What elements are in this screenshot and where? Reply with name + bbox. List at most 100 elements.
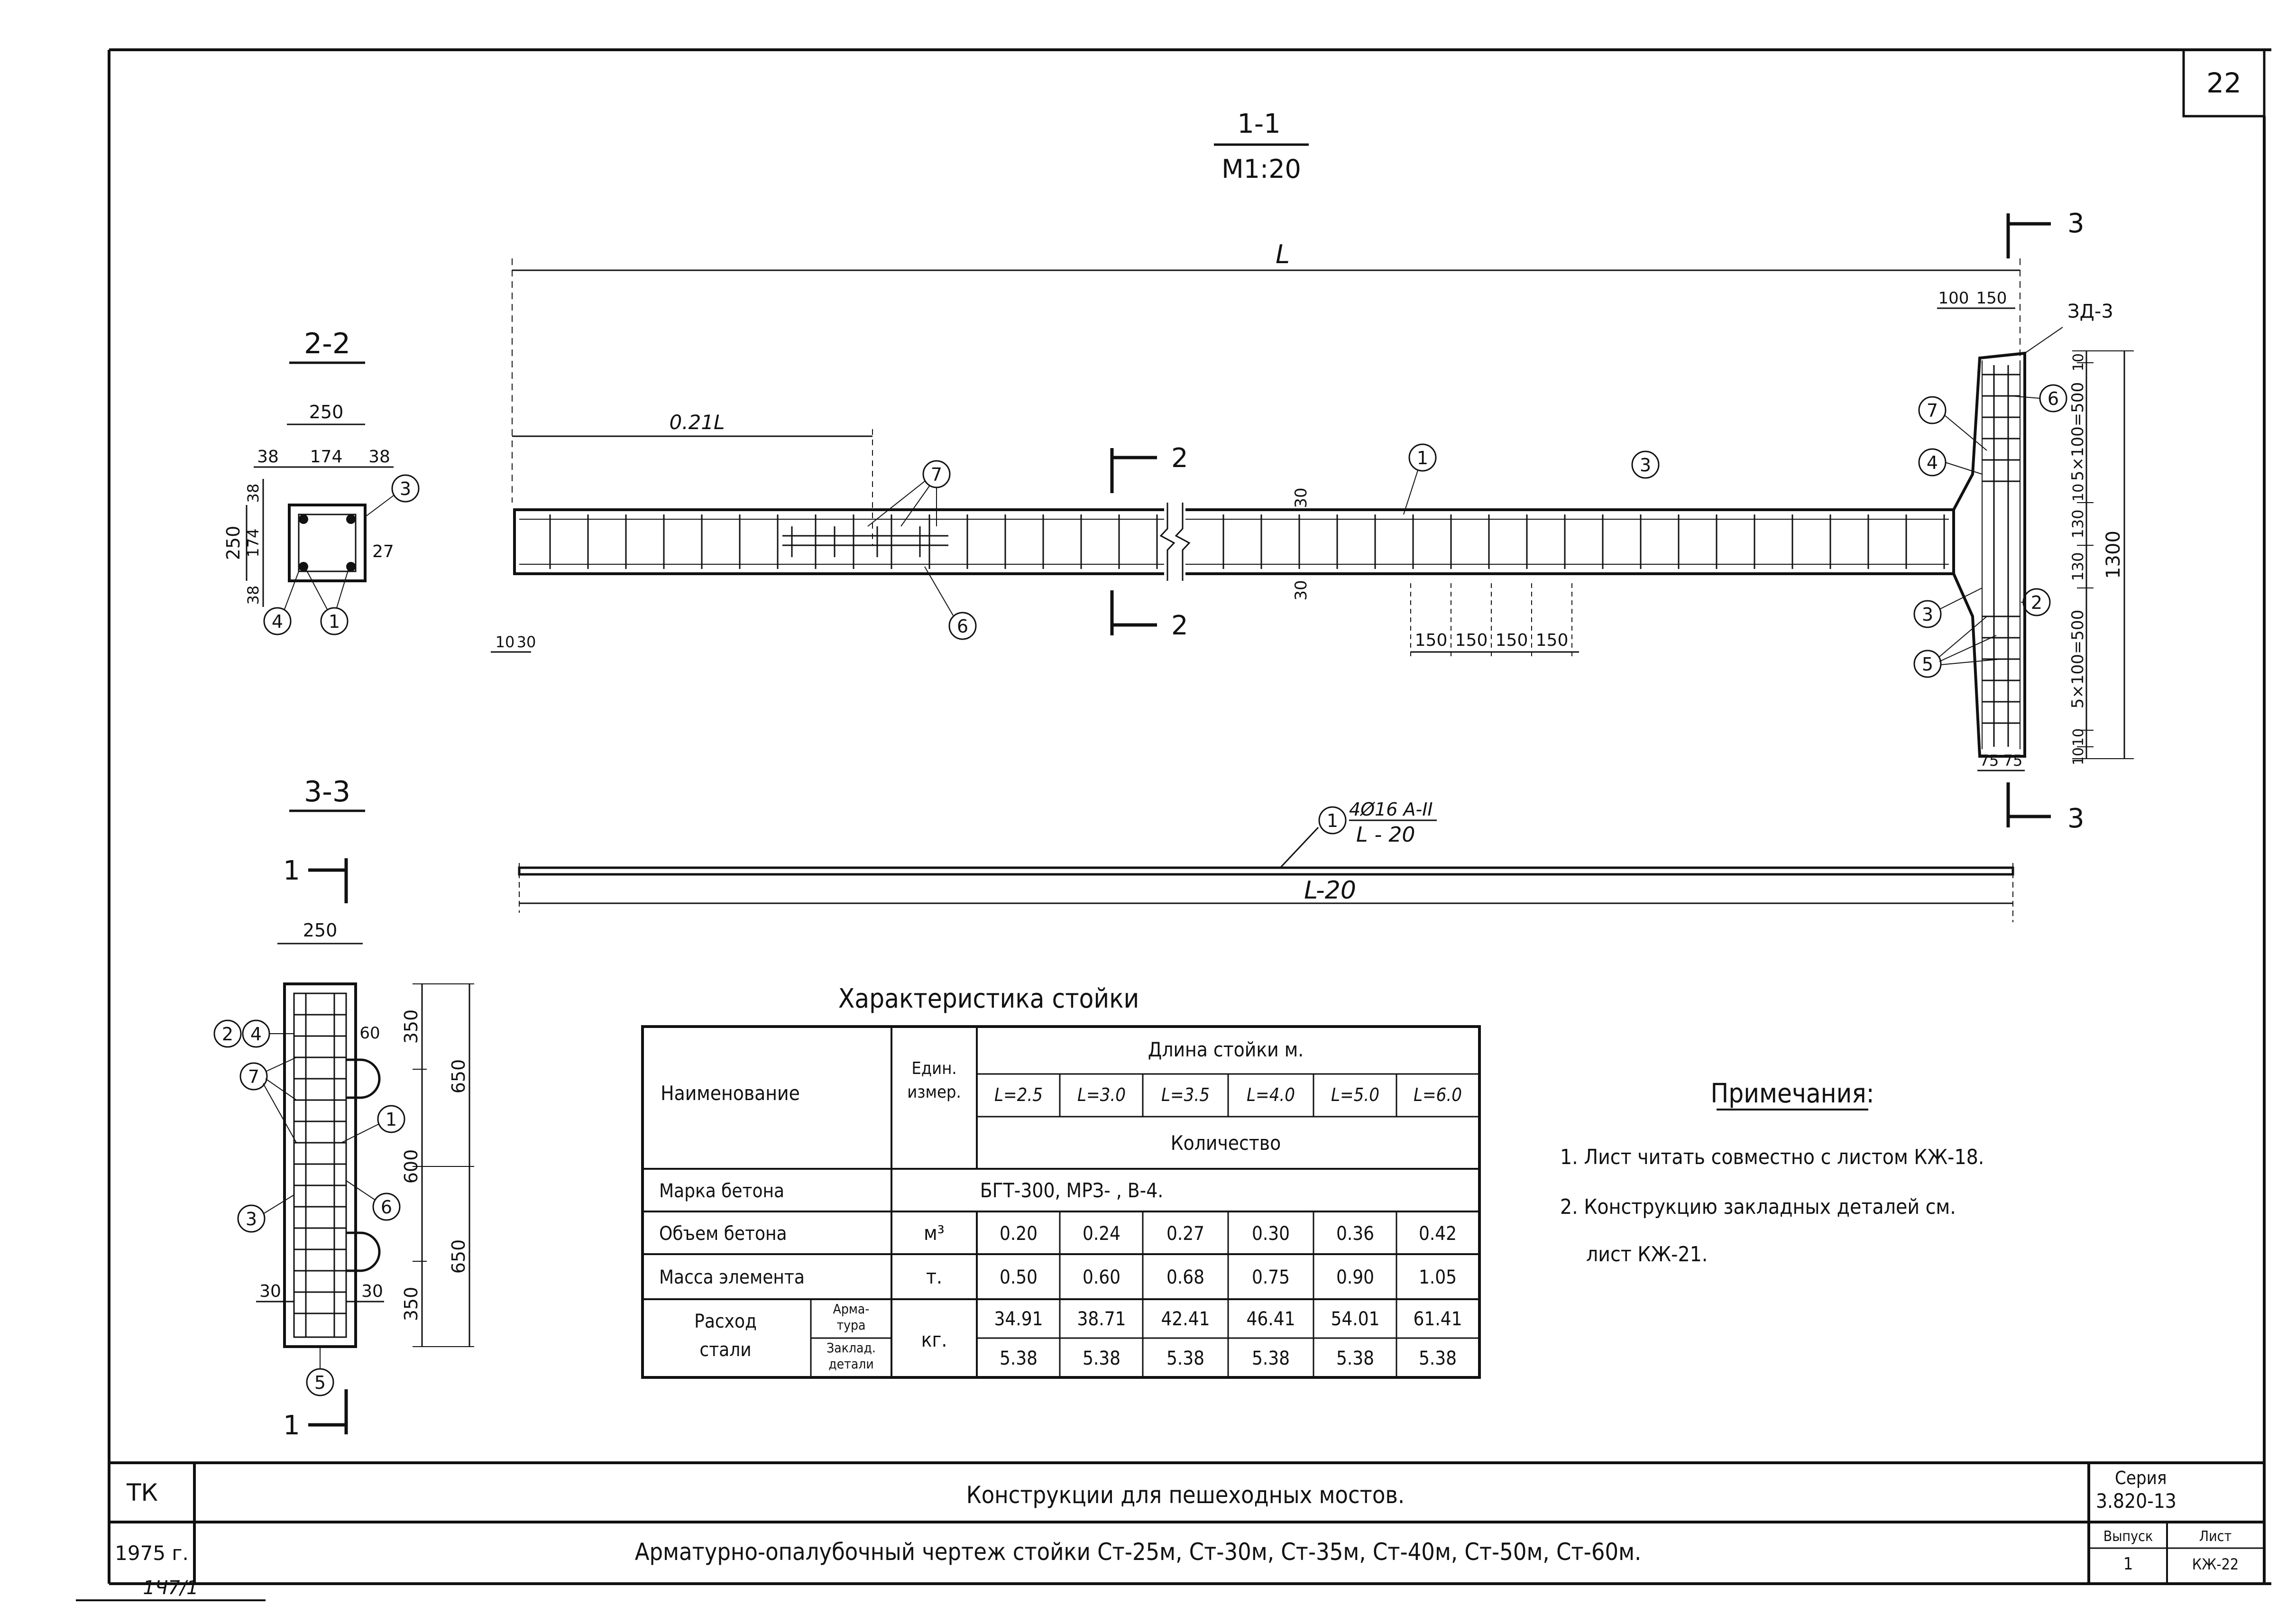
title-line-1: Конструкции для пешеходных мостов. bbox=[966, 1481, 1405, 1509]
svg-text:2: 2 bbox=[222, 1024, 233, 1045]
svg-text:1: 1 bbox=[386, 1109, 397, 1130]
svg-text:150: 150 bbox=[1536, 631, 1569, 650]
svg-text:30: 30 bbox=[517, 633, 536, 651]
svg-text:6: 6 bbox=[2048, 388, 2059, 409]
svg-text:42.41: 42.41 bbox=[1161, 1308, 1210, 1330]
issue-label: Выпуск bbox=[2103, 1528, 2153, 1545]
svg-text:0.60: 0.60 bbox=[1083, 1266, 1120, 1288]
svg-text:5: 5 bbox=[1922, 654, 1933, 675]
title-line-2: Арматурно-опалубочный чертеж стойки Ст-2… bbox=[635, 1538, 1642, 1566]
svg-text:30: 30 bbox=[1292, 580, 1311, 600]
svg-text:5.38: 5.38 bbox=[1000, 1348, 1038, 1369]
svg-text:10: 10 bbox=[2070, 353, 2087, 371]
svg-text:0.30: 0.30 bbox=[1252, 1223, 1290, 1245]
svg-text:Марка бетона: Марка бетона bbox=[659, 1180, 784, 1202]
svg-text:4: 4 bbox=[1927, 452, 1938, 473]
svg-text:L=3.5: L=3.5 bbox=[1161, 1084, 1210, 1105]
archive-stamp: 1Ч7/1 bbox=[143, 1577, 198, 1599]
svg-text:2: 2 bbox=[1171, 443, 1188, 474]
callout-6-beam: 6 bbox=[924, 566, 977, 640]
svg-text:0.75: 0.75 bbox=[1252, 1266, 1290, 1288]
svg-text:0.27: 0.27 bbox=[1166, 1223, 1204, 1245]
svg-text:0.42: 0.42 bbox=[1419, 1223, 1457, 1245]
svg-text:250: 250 bbox=[309, 402, 344, 422]
callout-3-beam: 3 bbox=[1631, 450, 1660, 479]
note-2: 2. Конструкцию закладных деталей см. bbox=[1560, 1195, 1956, 1219]
section-1-1-scale: M1:20 bbox=[1221, 154, 1301, 184]
year: 1975 г. bbox=[115, 1541, 189, 1565]
svg-text:L=3.0: L=3.0 bbox=[1077, 1084, 1126, 1105]
svg-text:174: 174 bbox=[244, 528, 262, 557]
notes-title: Примечания: bbox=[1710, 1078, 1874, 1109]
svg-text:0.36: 0.36 bbox=[1336, 1223, 1374, 1245]
svg-text:7: 7 bbox=[1927, 400, 1938, 421]
svg-text:10: 10 bbox=[2070, 747, 2087, 765]
svg-text:6: 6 bbox=[957, 616, 968, 637]
svg-text:2: 2 bbox=[2031, 592, 2042, 613]
stirrups-right bbox=[1222, 514, 1945, 569]
svg-text:10: 10 bbox=[496, 633, 515, 651]
svg-text:БГТ-300, МРЗ- , В-4.: БГТ-300, МРЗ- , В-4. bbox=[980, 1179, 1164, 1202]
steel-sub2: Заклад.детали bbox=[827, 1340, 876, 1372]
section-3-3: 3-3 1 1 250 bbox=[213, 775, 474, 1441]
sheet-value: КЖ-22 bbox=[2192, 1555, 2239, 1573]
svg-text:1: 1 bbox=[329, 611, 340, 632]
svg-text:5×100=500: 5×100=500 bbox=[2068, 610, 2087, 708]
svg-text:350: 350 bbox=[401, 1287, 422, 1321]
svg-text:0.68: 0.68 bbox=[1166, 1266, 1204, 1288]
note-3: лист КЖ-21. bbox=[1586, 1242, 1708, 1266]
svg-text:3: 3 bbox=[2067, 803, 2085, 834]
svg-text:L=6.0: L=6.0 bbox=[1414, 1084, 1462, 1105]
svg-text:61.41: 61.41 bbox=[1414, 1308, 1462, 1330]
svg-text:650: 650 bbox=[448, 1239, 469, 1274]
svg-text:54.01: 54.01 bbox=[1331, 1308, 1380, 1330]
section-1-1-drawing: L 0.21L bbox=[491, 208, 2134, 834]
svg-text:Масса элемента: Масса элемента bbox=[659, 1266, 805, 1288]
table-title: Характеристика стойки bbox=[838, 983, 1139, 1014]
svg-text:100: 100 bbox=[1938, 289, 1969, 308]
svg-text:150: 150 bbox=[1976, 289, 2007, 308]
svg-text:250: 250 bbox=[303, 920, 338, 941]
svg-text:650: 650 bbox=[448, 1059, 469, 1094]
svg-text:1.05: 1.05 bbox=[1419, 1266, 1457, 1288]
callout-1-beam: 1 bbox=[1403, 443, 1437, 515]
svg-text:2: 2 bbox=[1171, 610, 1188, 641]
svg-text:L=5.0: L=5.0 bbox=[1331, 1084, 1379, 1105]
svg-text:10: 10 bbox=[2070, 728, 2087, 746]
bar-1-spec: 4Ø16 A-II bbox=[1349, 799, 1433, 820]
svg-text:м³: м³ bbox=[924, 1221, 945, 1245]
dim-L: L bbox=[1276, 239, 1290, 269]
callout-7-beam: 7 bbox=[867, 460, 951, 527]
cut-marker-3: 3 3 bbox=[2006, 208, 2085, 834]
svg-text:3: 3 bbox=[1922, 604, 1933, 625]
svg-text:130: 130 bbox=[2069, 509, 2087, 538]
steel-sub1: Арма-тура bbox=[833, 1301, 870, 1333]
svg-text:т.: т. bbox=[926, 1265, 942, 1288]
svg-text:0.24: 0.24 bbox=[1083, 1223, 1120, 1245]
issue-value: 1 bbox=[2123, 1554, 2133, 1574]
section-3-3-title: 3-3 bbox=[304, 775, 350, 808]
svg-text:174: 174 bbox=[310, 447, 343, 467]
header-unit: Един.измер. bbox=[907, 1059, 961, 1102]
characteristics-table: Характеристика стойки Наименование Един.… bbox=[641, 983, 1481, 1379]
sheet-label: Лист bbox=[2199, 1528, 2232, 1545]
svg-text:1: 1 bbox=[1327, 810, 1338, 831]
bar-1-length: L - 20 bbox=[1356, 823, 1415, 847]
svg-text:30: 30 bbox=[361, 1282, 383, 1301]
bar-1-dim: L-20 bbox=[1304, 876, 1356, 905]
label-3d3: ЗД-3 bbox=[2067, 301, 2113, 322]
callouts-head: 7 6 4 3 5 2 bbox=[1913, 384, 2067, 678]
section-1-1-header: 1-1 M1:20 bbox=[1214, 109, 1309, 184]
svg-text:5.38: 5.38 bbox=[1083, 1348, 1120, 1369]
svg-text:3: 3 bbox=[400, 478, 411, 499]
series-label: Серия bbox=[2115, 1468, 2167, 1488]
svg-text:38: 38 bbox=[368, 447, 390, 467]
svg-text:L=2.5: L=2.5 bbox=[994, 1084, 1043, 1105]
header-qty: Количество bbox=[1171, 1131, 1281, 1155]
svg-text:Объем бетона: Объем бетона bbox=[659, 1223, 787, 1245]
note-1: 1. Лист читать совместно с листом КЖ-18. bbox=[1560, 1145, 1984, 1169]
svg-text:5.38: 5.38 bbox=[1252, 1348, 1290, 1369]
svg-text:3: 3 bbox=[1640, 455, 1651, 476]
title-block: ТК 1975 г. Конструкции для пешеходных мо… bbox=[109, 1461, 2264, 1584]
